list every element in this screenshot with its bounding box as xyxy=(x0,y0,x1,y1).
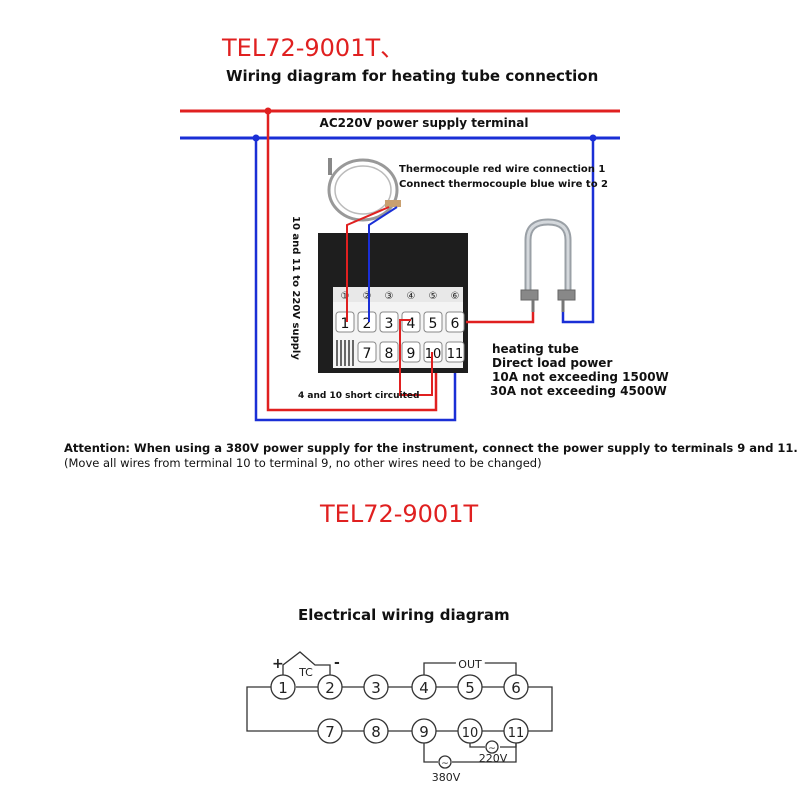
schematic-terminal-5 xyxy=(457,674,483,700)
neutral-to-terminal-11-wire xyxy=(254,138,457,422)
schematic-label-8: 8 xyxy=(371,723,381,741)
electrical-subtitle: Electrical wiring diagram xyxy=(298,606,510,624)
heater-10a-label: 10A not exceeding 1500W xyxy=(492,370,669,384)
tilde-380: ~ xyxy=(441,759,449,769)
live-to-terminal-10-wire xyxy=(266,111,438,412)
schematic-label-3: 3 xyxy=(371,679,381,697)
vent-slots xyxy=(336,340,354,366)
outer-loop-wire xyxy=(246,686,318,732)
heater-neutral-wire xyxy=(561,138,595,324)
jumper-4-10-wire xyxy=(399,319,433,396)
heater-30a-label: 30A not exceeding 4500W xyxy=(490,384,667,398)
top-terminal-boxes xyxy=(335,311,465,333)
v220-bracket xyxy=(469,743,485,748)
terminal-7: 7 xyxy=(363,346,372,362)
tc-label: TC xyxy=(298,666,313,679)
v380-bracket xyxy=(423,743,438,763)
tilde-220: ~ xyxy=(488,744,496,754)
heating-wiring-diagram: ① ② ③ ④ ⑤ ⑥ 1 2 3 4 5 6 7 8 9 10 11 AC22… xyxy=(180,107,669,422)
supply-label: AC220V power supply terminal xyxy=(320,116,529,130)
v220-bracket-right xyxy=(500,743,517,748)
tc-blue-note: Connect thermocouple blue wire to 2 xyxy=(399,179,608,190)
terminal-4: 4 xyxy=(407,316,416,332)
tc-bracket xyxy=(282,651,331,675)
terminal-8: 8 xyxy=(385,346,394,362)
out-bracket xyxy=(423,662,517,675)
heater-label: heating tube xyxy=(492,342,579,356)
schematic-terminal-7 xyxy=(317,718,343,744)
schematic-terminal-10 xyxy=(457,718,483,744)
outer-loop-wire-right xyxy=(527,686,553,732)
schematic-terminal-9 xyxy=(411,718,437,744)
header-label-1: ① xyxy=(341,291,350,302)
heater-live-wire xyxy=(466,310,535,324)
schematic-label-6: 6 xyxy=(511,679,521,697)
terminal-11: 11 xyxy=(447,347,464,362)
schematic-label-11: 11 xyxy=(508,726,525,741)
schematic-label-7: 7 xyxy=(325,723,335,741)
terminal-9: 9 xyxy=(407,346,416,362)
attention-line-2: (Move all wires from terminal 10 to term… xyxy=(64,456,542,470)
thermocouple-probe xyxy=(327,158,401,222)
tc-red-note: Thermocouple red wire connection 1 xyxy=(399,164,605,175)
terminal-header xyxy=(333,287,463,302)
bottom-terminal-boxes xyxy=(357,341,465,363)
ac-220-symbol xyxy=(485,740,499,754)
header-label-6: ⑥ xyxy=(451,291,460,302)
vertical-supply-label: 10 and 11 to 220V supply xyxy=(290,216,301,360)
terminal-1: 1 xyxy=(341,316,350,332)
terminal-5: 5 xyxy=(429,316,438,332)
plus-sign: + xyxy=(272,656,284,672)
heater-load-label: Direct load power xyxy=(492,356,612,370)
terminal-3: 3 xyxy=(385,316,394,332)
terminal-2: 2 xyxy=(363,316,372,332)
header-label-3: ③ xyxy=(385,291,394,302)
schematic-label-5: 5 xyxy=(465,679,475,697)
schematic-terminal-1 xyxy=(270,674,296,700)
header-label-4: ④ xyxy=(407,291,416,302)
short-circuit-label: 4 and 10 short circuited xyxy=(298,391,419,401)
model-title: TEL72-9001T、 xyxy=(222,34,405,62)
ac-380-symbol xyxy=(438,755,452,769)
schematic-label-1: 1 xyxy=(278,679,288,697)
heating-tube xyxy=(520,218,576,312)
electrical-wiring-schematic: 1 2 3 4 5 6 7 8 9 10 11 ~ ~ + - TC OUT 2… xyxy=(246,651,553,784)
schematic-terminal-2 xyxy=(317,674,343,700)
schematic-terminal-11 xyxy=(503,718,529,744)
schematic-label-10: 10 xyxy=(462,726,479,741)
v220-label: 220V xyxy=(479,752,508,765)
attention-line-1: Attention: When using a 380V power suppl… xyxy=(64,441,798,455)
v380-label: 380V xyxy=(432,771,461,784)
minus-sign: - xyxy=(334,655,340,671)
schematic-label-4: 4 xyxy=(419,679,429,697)
header-label-5: ⑤ xyxy=(429,291,438,302)
thermocouple-red-wire xyxy=(346,206,390,322)
schematic-label-9: 9 xyxy=(419,723,429,741)
header-label-2: ② xyxy=(363,291,372,302)
thermocouple-blue-wire xyxy=(368,206,398,322)
v380-bracket-right xyxy=(452,743,517,763)
out-label: OUT xyxy=(458,658,482,671)
schematic-terminal-6 xyxy=(503,674,529,700)
terminal-6: 6 xyxy=(451,316,460,332)
model-title-2: TEL72-9001T xyxy=(320,500,479,528)
schematic-terminal-4 xyxy=(411,674,437,700)
schematic-terminal-8 xyxy=(363,718,389,744)
schematic-terminal-3 xyxy=(363,674,389,700)
schematic-label-2: 2 xyxy=(325,679,335,697)
wiring-subtitle: Wiring diagram for heating tube connecti… xyxy=(226,67,599,85)
